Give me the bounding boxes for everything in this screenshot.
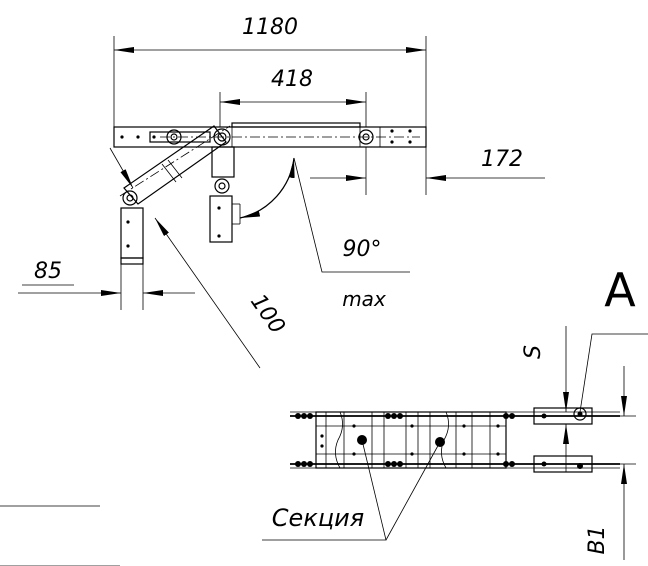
folded-arm-right — [209, 195, 233, 243]
angle-leader — [293, 157, 410, 273]
dim-85: 85 — [34, 259, 62, 284]
hinge-5 — [122, 190, 138, 206]
section-leader-2 — [385, 441, 441, 541]
dim-line-100 — [154, 217, 261, 369]
angle-value: 90° — [343, 237, 382, 262]
view-leader — [579, 333, 648, 413]
hinge-1 — [166, 129, 182, 145]
angle-arc — [239, 157, 295, 219]
angle-note: max — [342, 287, 386, 311]
section-label: Секция — [272, 504, 364, 532]
dimensions: 1180 418 172 85 100 90° max — [18, 15, 545, 369]
view-a: A — [262, 263, 648, 560]
hinge-4 — [214, 178, 230, 194]
dim-418: 418 — [271, 67, 313, 92]
view-label: A — [604, 263, 636, 317]
dim-b1: B1 — [585, 525, 610, 554]
section-frame — [315, 411, 507, 469]
plan-view — [113, 122, 427, 310]
hinge-3 — [358, 129, 374, 145]
dim-s: S — [521, 345, 546, 359]
dim-172: 172 — [481, 147, 523, 172]
dim-1180: 1180 — [242, 15, 298, 40]
bolts — [295, 413, 547, 467]
folded-arm-left — [120, 207, 144, 259]
dim-100: 100 — [245, 290, 290, 339]
